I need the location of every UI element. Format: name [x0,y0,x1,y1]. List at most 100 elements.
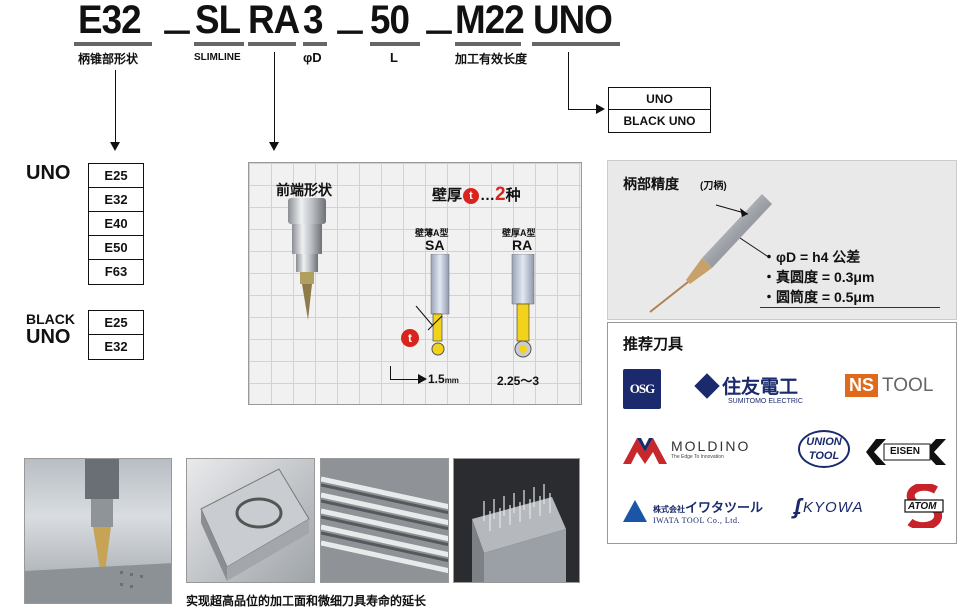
spec-cylindricity: ・圆筒度 = 0.5μm [762,289,875,305]
underline-7 [532,42,620,46]
underline-5 [370,42,420,46]
atom-text: ATOM [908,501,937,512]
code-dash-1: － [160,15,194,53]
uno-size-3: E50 [89,236,143,260]
black-label-1: BLACK [26,311,75,327]
sa-value-num: 1.5 [428,372,445,386]
osg-logo: OSG [623,369,661,409]
atom-mark-icon [904,484,944,528]
code-dash-3: － [422,15,456,53]
spec-roundness-text: 真圆度 = 0.3μm [776,269,875,285]
code-dash-2: － [333,15,367,53]
iwata-kana: イワタツール [685,500,764,515]
atom-logo: ATOM [902,484,946,528]
black-size-table: E25 E32 [88,310,144,360]
caption-effective-length: 加工有效长度 [455,52,528,66]
ns-tool-logo: NS TOOL [845,374,933,397]
photo-surface [186,458,315,583]
code-series: UNO [533,0,613,42]
photo-surface-illustration [200,468,310,581]
sa-tool-illustration [415,254,450,356]
sa-value: 1.5mm [428,372,459,386]
connector-shank [115,70,116,142]
photo-pins-illustration [472,484,566,582]
underline-6 [455,42,521,46]
front-shape-title: 前端形状 [276,182,332,198]
iwata-corp: 株式会社 [653,505,685,514]
iwata-tool-logo: 株式会社イワタツール IWATA TOOL Co., Ltd. [623,497,763,525]
union-tool-2: TOOL [808,450,840,462]
arrow-down-front [269,142,279,151]
black-size-1: E32 [104,339,128,354]
series-box: UNO BLACK UNO [608,87,711,133]
dim-leader-v [390,366,391,380]
connector-series-v [568,52,569,110]
series-uno: UNO [609,88,710,110]
sumitomo-logo: 住友電工 SUMITOMO ELECTRIC [694,372,803,405]
caption-slimline: SLIMLINE [194,52,241,63]
ns-tool-ns: NS [845,374,879,397]
underline-4 [303,42,327,46]
precision-sub: (刀柄) [700,181,727,192]
dim-leader-h [390,379,420,380]
eisen-text: EISEN [890,446,921,457]
spec-roundness: ・真圆度 = 0.3μm [762,269,875,285]
caption-diameter: φD [303,50,322,65]
kyowa-logo: ʄ KYOWA [794,494,864,520]
uno-size-4: F63 [104,264,128,279]
photo-machining [24,458,172,604]
code-front-shape: RA [248,0,300,42]
wall-title-dots: … [480,187,496,204]
precision-specs: ・φD = h4 公差 ・真圆度 = 0.3μm ・圆筒度 = 0.5μm [762,247,874,307]
recommended-tools-panel [607,322,957,544]
spec-diameter: ・φD = h4 公差 [762,249,861,265]
t-badge: t [401,329,419,347]
uno-size-2: E40 [89,212,143,236]
recommended-tools-title: 推荐刀具 [623,336,684,353]
bottom-caption: 实现超高品位的加工面和微细刀具寿命的延长 [186,594,427,608]
precision-title: 柄部精度 [623,176,679,192]
iwata-mark-icon [623,500,647,522]
spec-cylindricity-text: 圆筒度 = 0.5μm [776,289,875,305]
code-thread: M22 [455,0,525,42]
union-tool-1: UNION [806,436,842,448]
photo-ribs-illustration [321,476,448,574]
series-black-uno: BLACK UNO [623,114,696,128]
spec-diameter-text: φD = h4 公差 [776,249,861,265]
code-length: 50 [370,0,410,42]
code-shank: E32 [78,0,142,42]
ra-small-label: 壁厚A型 [502,228,536,238]
uno-size-table: E25 E32 E40 E50 F63 [88,163,144,285]
sa-small-label: 壁薄A型 [415,228,449,238]
wall-title-a: 壁厚 [432,187,463,204]
arrow-down-shank [110,142,120,151]
sumitomo-mark-icon [694,372,720,399]
endmill-illustration [649,194,772,313]
union-tool-logo: UNION TOOL [798,430,850,468]
uno-label: UNO [26,162,71,184]
code-slimline: SL [195,0,241,42]
moldino-mark-icon [623,438,667,464]
spec-bracket-line [760,307,940,308]
underline-3 [248,42,296,46]
moldino-sub: The Edge To Innovation [671,454,724,460]
code-diameter: 3 [303,0,323,42]
black-size-0: E25 [89,311,143,335]
ns-tool-tool: TOOL [882,374,934,396]
connector-series-h [568,109,596,110]
wall-title-b: 种 [505,187,521,204]
dim-arrow [418,374,427,384]
uno-size-0: E25 [89,164,143,188]
photo-ribs [320,458,449,583]
sa-label: SA [425,237,445,253]
wall-title-num: 2 [495,184,506,205]
uno-size-1: E32 [89,188,143,212]
sumitomo-cn: 住友電工 [722,377,799,398]
holder-illustration [288,198,326,320]
caption-shank: 柄锥部形状 [78,52,139,66]
iwata-en: IWATA TOOL Co., Ltd. [653,516,740,525]
underline-2 [194,42,244,46]
eisen-mark-icon [866,439,946,465]
caption-length: L [390,50,398,65]
